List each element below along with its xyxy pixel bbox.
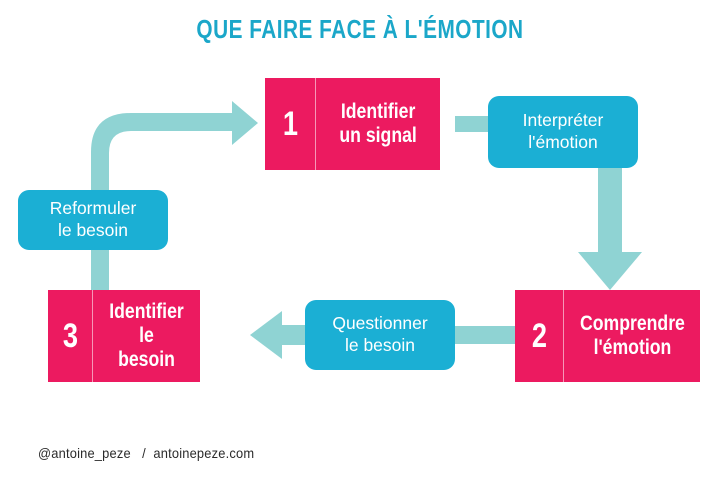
bubble-reformuler-besoin[interactable]: Reformuler le besoin bbox=[18, 190, 168, 250]
footer-credit-text: @antoine_peze / antoinepeze.com bbox=[38, 445, 255, 461]
step-3-number: 3 bbox=[48, 290, 93, 382]
bubble-interpreter-emotion[interactable]: Interpréter l'émotion bbox=[488, 96, 638, 168]
bubble-questionner-besoin[interactable]: Questionner le besoin bbox=[305, 300, 455, 370]
step-2-number: 2 bbox=[515, 290, 564, 382]
step-1-label: Identifier un signal bbox=[339, 100, 417, 147]
step-box-3[interactable]: 3 Identifier le besoin bbox=[48, 290, 200, 382]
connector-interpreter-to-step2 bbox=[578, 162, 642, 290]
connector-step1-to-interpreter bbox=[455, 116, 495, 132]
page-title: QUE FAIRE FACE À L'ÉMOTION bbox=[196, 14, 524, 44]
connector-reformuler-to-step1 bbox=[91, 101, 258, 196]
step-box-1[interactable]: 1 Identifier un signal bbox=[265, 78, 440, 170]
step-3-label: Identifier le besoin bbox=[109, 300, 184, 371]
step-1-number: 1 bbox=[265, 78, 316, 170]
diagram-canvas: QUE FAIRE FACE À L'ÉMOTION 1 Identifier bbox=[18, 14, 700, 461]
step-box-2[interactable]: 2 Comprendre l'émotion bbox=[515, 290, 700, 382]
connector-step2-to-questionner bbox=[452, 326, 520, 344]
connector-reformuler-stem bbox=[91, 246, 109, 292]
step-2-label: Comprendre l'émotion bbox=[579, 312, 685, 359]
footer-credit: @antoine_peze / antoinepeze.com bbox=[22, 429, 273, 477]
